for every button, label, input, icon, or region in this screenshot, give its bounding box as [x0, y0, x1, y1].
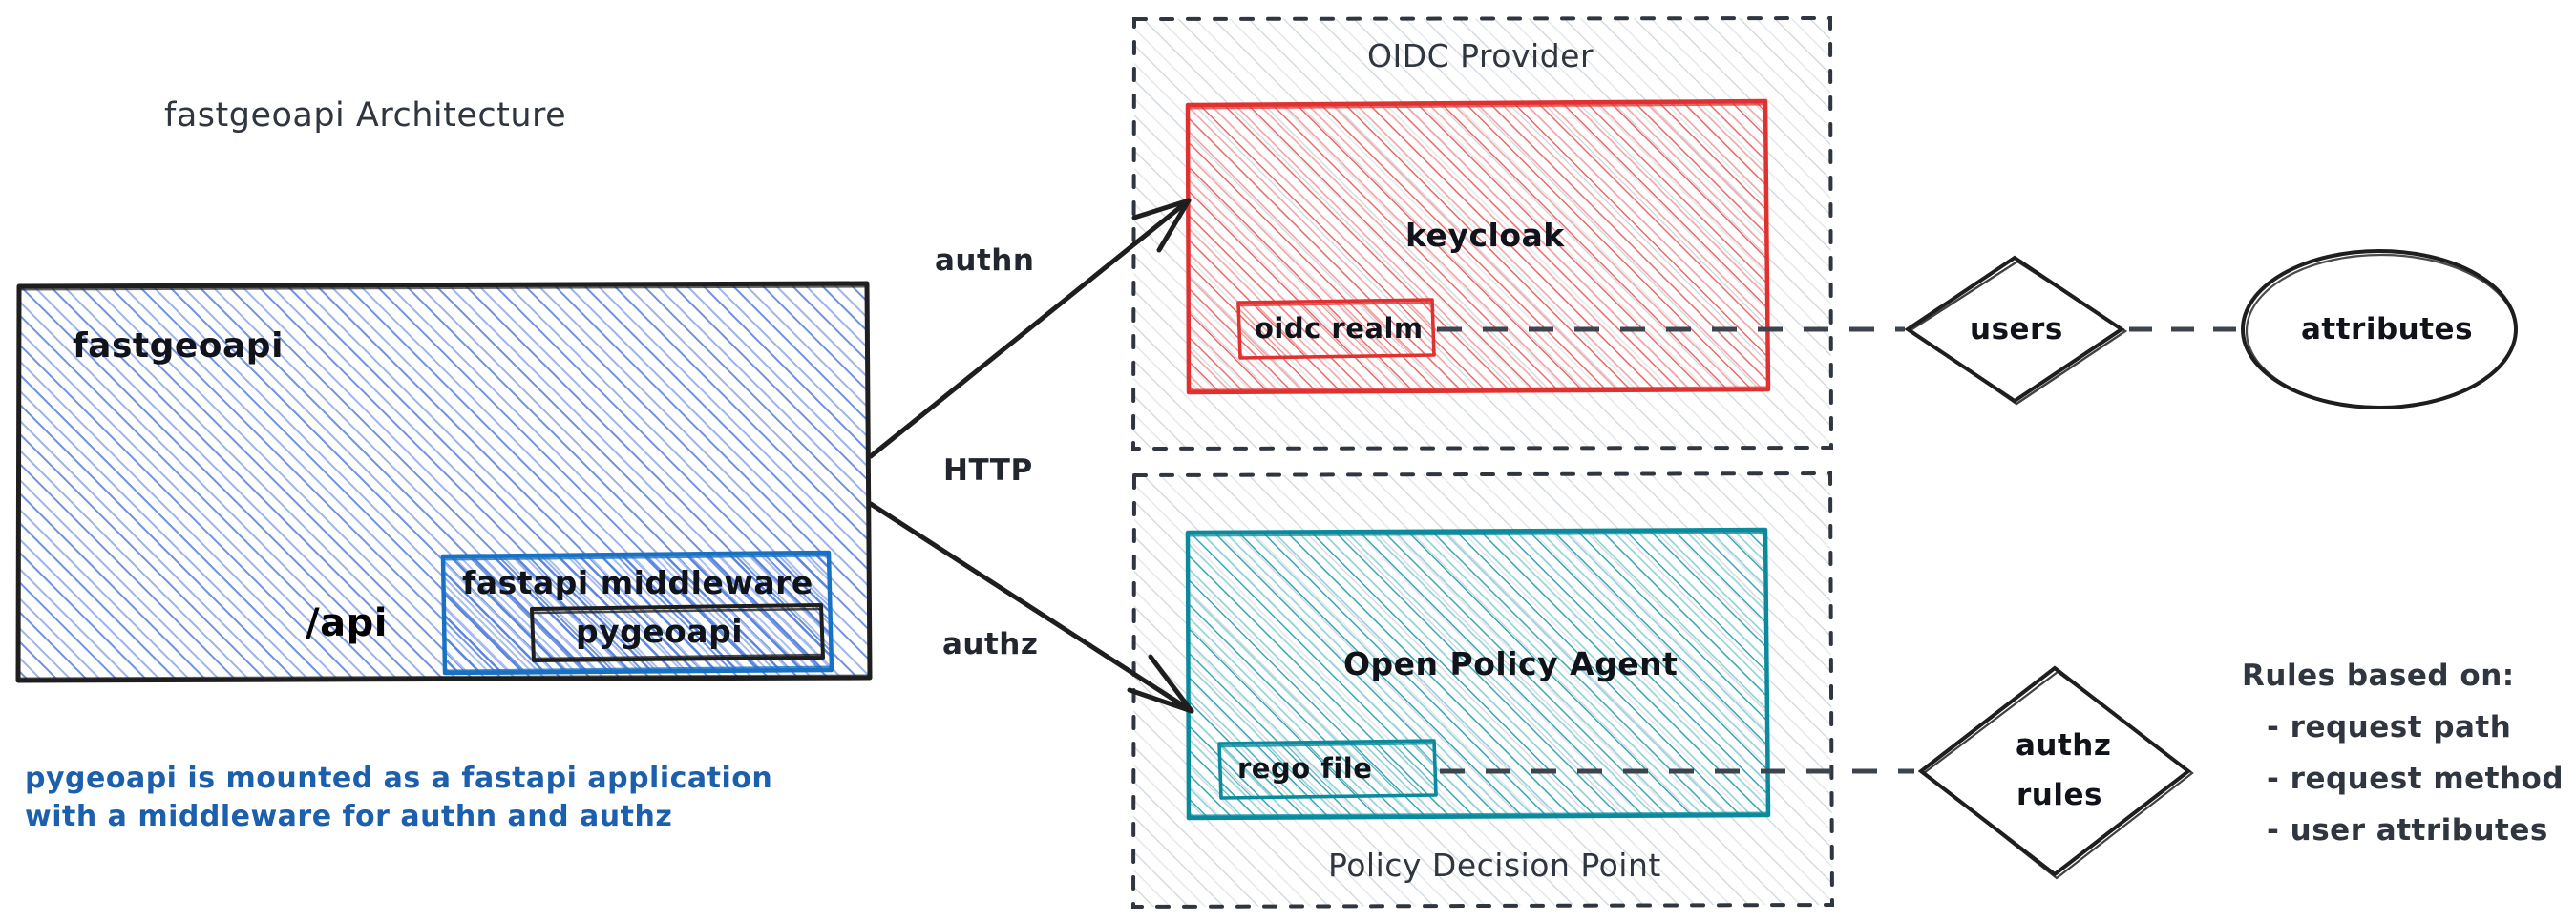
policy-decision-point-group	[1130, 471, 1835, 910]
rules-item-1: - request method	[2267, 762, 2565, 796]
policy-decision-point-group-label: Policy Decision Point	[1328, 847, 1661, 884]
authn-arrow	[868, 198, 1192, 459]
arrow-label-authn: authn	[935, 243, 1035, 278]
authz-rules-label-line2: rules	[2016, 778, 2102, 812]
fastapi-middleware-label: fastapi middleware	[462, 564, 813, 601]
rules-item-0: - request path	[2267, 710, 2512, 744]
page-title: fastgeoapi Architecture	[164, 96, 567, 135]
pygeoapi-label: pygeoapi	[576, 613, 744, 650]
oidc-provider-group-label: OIDC Provider	[1367, 37, 1594, 74]
rules-item-2: - user attributes	[2267, 813, 2548, 848]
oidc-realm-label: oidc realm	[1255, 312, 1424, 345]
authz-arrow	[868, 501, 1194, 714]
users-diamond-label: users	[1970, 312, 2063, 346]
authz-rules-label-line1: authz	[2016, 728, 2112, 763]
open-policy-agent-label: Open Policy Agent	[1343, 645, 1679, 682]
keycloak-label: keycloak	[1405, 217, 1565, 254]
authz-rules-diamond	[1917, 665, 2194, 880]
arrow-label-http: HTTP	[943, 453, 1033, 488]
api-route-label: /api	[306, 601, 388, 645]
fastgeoapi-label: fastgeoapi	[73, 326, 284, 366]
caption-line-1: pygeoapi is mounted as a fastapi applica…	[25, 762, 773, 795]
rules-heading: Rules based on:	[2242, 659, 2515, 693]
caption-line-2: with a middleware for authn and authz	[25, 800, 673, 833]
rego-file-label: rego file	[1237, 752, 1373, 785]
attributes-ellipse-label: attributes	[2301, 312, 2474, 346]
arrow-label-authz: authz	[942, 627, 1039, 661]
